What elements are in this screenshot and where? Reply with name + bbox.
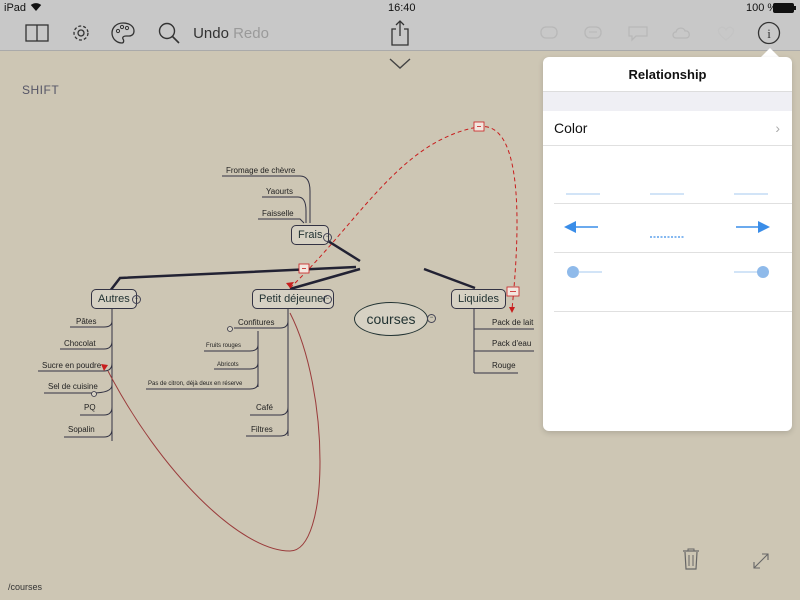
svg-text:i: i	[767, 26, 771, 41]
node-petit-dejeuner[interactable]: Petit déjeuner	[252, 289, 334, 309]
root-node[interactable]: courses	[354, 302, 428, 336]
node-liquides[interactable]: Liquides	[451, 289, 506, 309]
arrow-left-icon[interactable]	[564, 220, 598, 239]
mind-map-canvas[interactable]: SHIFT	[0, 51, 800, 600]
line-weight-thin[interactable]	[566, 183, 600, 201]
node-autres[interactable]: Autres	[91, 289, 137, 309]
share-icon[interactable]	[388, 20, 412, 46]
leaf-confitures-3[interactable]: Pas de citron, déjà deux en réserve	[148, 381, 243, 387]
toolbar: Undo Redo i	[0, 16, 800, 51]
node-frais[interactable]: Frais	[291, 225, 330, 245]
leaf-frais-2[interactable]: Yaourts	[266, 187, 293, 196]
arrow-right-icon[interactable]	[736, 220, 770, 239]
topic-icon[interactable]	[538, 20, 562, 46]
shift-label: SHIFT	[22, 83, 60, 97]
palette-icon[interactable]	[110, 20, 136, 46]
color-row[interactable]: Color ›	[543, 111, 792, 146]
heart-icon[interactable]	[714, 20, 738, 46]
cloud-icon[interactable]	[670, 20, 694, 46]
line-weight-row	[554, 145, 792, 204]
leaf-autres-3[interactable]: Sucre en poudre	[42, 361, 102, 370]
trash-icon[interactable]	[682, 548, 700, 575]
clock: 16:40	[388, 2, 416, 14]
undo-button[interactable]: Undo	[193, 24, 229, 42]
breadcrumb: /courses	[8, 582, 43, 592]
popover-title: Relationship	[543, 57, 792, 92]
device-name: iPad	[4, 2, 27, 14]
dashed-line-icon[interactable]	[650, 226, 684, 244]
dot-end-icon[interactable]	[734, 265, 770, 284]
line-weight-medium[interactable]	[650, 183, 684, 201]
collapse-icon[interactable]: −	[323, 295, 332, 304]
book-icon[interactable]	[24, 20, 50, 46]
leaf-liquides-3[interactable]: Rouge	[492, 361, 516, 370]
leaf-petit-1[interactable]: Café	[256, 403, 273, 412]
collapse-icon[interactable]: −	[323, 233, 332, 242]
callout-icon[interactable]	[626, 20, 650, 46]
dot-start-icon[interactable]	[566, 265, 602, 284]
arrow-style-row	[554, 204, 792, 253]
leaf-autres-1[interactable]: Pâtes	[76, 317, 97, 326]
search-icon[interactable]	[156, 20, 182, 46]
endpoint-style-row	[554, 253, 792, 312]
chevron-down-icon[interactable]	[388, 55, 412, 73]
battery-icon	[773, 3, 797, 16]
expand-icon[interactable]	[752, 552, 770, 575]
collapse-icon[interactable]: −	[132, 295, 141, 304]
color-label: Color	[554, 120, 588, 136]
leaf-frais-1[interactable]: Fromage de chèvre	[226, 166, 296, 175]
leaf-petit-2[interactable]: Filtres	[251, 425, 273, 434]
leaf-autres-5[interactable]: PQ	[84, 403, 96, 412]
line-weight-thick[interactable]	[734, 183, 768, 201]
popover-arrow	[760, 48, 780, 58]
popover-section-gap	[543, 92, 792, 111]
subtopic-icon[interactable]	[582, 20, 606, 46]
leaf-autres-4[interactable]: Sel de cuisine	[48, 382, 98, 391]
relationship-popover: Relationship Color ›	[543, 57, 792, 431]
chevron-right-icon: ›	[775, 120, 780, 136]
info-icon[interactable]: i	[756, 20, 782, 46]
leaf-confitures-1[interactable]: Fruits rouges	[206, 343, 242, 349]
battery-level: 100 %	[746, 2, 778, 14]
redo-button[interactable]: Redo	[233, 24, 269, 42]
leaf-autres-6[interactable]: Sopalin	[68, 425, 95, 434]
map-connectors	[38, 121, 534, 552]
leaf-liquides-2[interactable]: Pack d'eau	[492, 339, 532, 348]
status-bar: iPad 16:40 100 %	[0, 0, 800, 16]
leaf-frais-3[interactable]: Faisselle	[262, 209, 294, 218]
leaf-confitures-2[interactable]: Abricots	[217, 362, 239, 368]
collapse-icon[interactable]: −	[427, 314, 436, 323]
leaf-autres-2[interactable]: Chocolat	[64, 339, 96, 348]
leaf-liquides-1[interactable]: Pack de lait	[492, 318, 534, 327]
wifi-icon	[30, 1, 42, 15]
gear-icon[interactable]	[68, 20, 94, 46]
leaf-confitures[interactable]: Confitures	[238, 318, 275, 327]
